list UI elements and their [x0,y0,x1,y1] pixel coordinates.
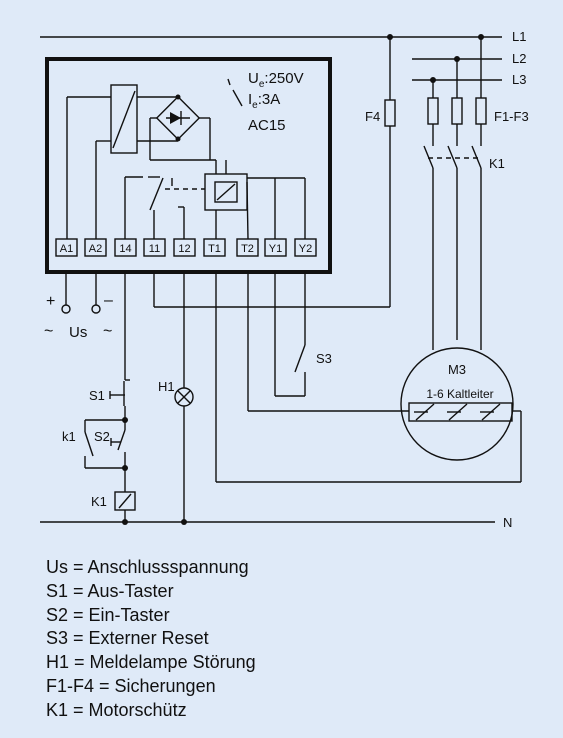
terminal-12: 12 [178,243,190,255]
svg-text:Ue:250V: Ue:250V [248,70,304,90]
relay-coil [165,160,306,240]
legend-item: Us = Anschlussspannung [46,557,249,577]
terminal-11: 11 [149,243,160,255]
legend-item: S3 = Externer Reset [46,628,209,649]
motor-feeders [423,37,487,350]
relay-housing [45,57,332,274]
terminal-14: 14 [119,243,131,255]
label-s2: S2 [94,429,110,444]
relay-power-supply [66,84,216,239]
terminal-t1: T1 [208,243,221,255]
supply-label-us: Us [69,324,87,341]
terminal-a1: A1 [60,243,73,255]
motor-m3 [400,347,514,461]
legend-item: S2 = Ein-Taster [46,604,170,625]
label-k1-contact: K1 [489,156,505,171]
label-motor: M3 [448,362,466,377]
supply-terminals [61,272,101,314]
line-label-n: N [503,515,512,530]
line-label-l2: L2 [512,51,526,66]
legend: Us = Anschlussspannung S1 = Aus-Taster S… [46,556,256,723]
supply-tilde-left: ~ [44,323,53,340]
supply-tilde-right: ~ [103,323,112,340]
terminal-y2: Y2 [299,243,312,255]
line-label-l3: L3 [512,72,526,87]
supply-plus: + [46,293,55,310]
legend-item: K1 = Motorschütz [46,699,187,720]
relay-rating: Ue:250V Ie:3A AC15 [227,70,304,134]
fuse-f4 [384,37,396,307]
legend-item: H1 = Meldelampe Störung [46,652,256,673]
svg-text:Ie:3A: Ie:3A [248,91,280,111]
supply-minus: – [104,292,113,309]
label-f4: F4 [365,109,380,124]
terminal-a2: A2 [89,243,102,255]
control-wiring [153,272,522,483]
legend-item: F1-F4 = Sicherungen [46,675,216,696]
label-f1-f3: F1-F3 [494,109,529,124]
svg-text:AC15: AC15 [248,117,286,134]
line-label-l1: L1 [512,29,526,44]
terminal-t2: T2 [241,243,254,255]
terminal-block [55,238,317,257]
legend-item: S1 = Aus-Taster [46,580,174,601]
relay-changeover-contact [124,176,185,239]
label-thermistor: 1-6 Kaltleiter [426,387,493,401]
label-s1: S1 [89,388,105,403]
label-k1-aux: k1 [62,429,76,444]
label-k1-coil: K1 [91,494,107,509]
lamp-h1 [174,272,194,525]
terminal-y1: Y1 [269,243,282,255]
contactor-control [84,272,136,525]
power-lines [40,34,502,523]
label-s3: S3 [316,351,332,366]
label-h1: H1 [158,379,175,394]
